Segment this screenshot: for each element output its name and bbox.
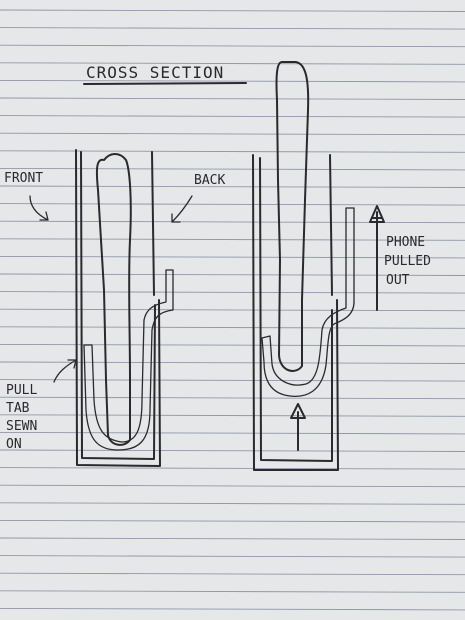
pulled-out-arrow <box>369 205 385 311</box>
inner-sleeve-right <box>259 157 333 462</box>
ruled-line <box>0 185 465 188</box>
up-arrow-small <box>290 403 306 451</box>
title-underline <box>83 82 247 85</box>
ruled-line <box>0 590 465 593</box>
holder-diagram-left <box>75 149 174 467</box>
label-phone-pulled-out: PHONE PULLED OUT <box>384 235 431 288</box>
inner-sleeve-left <box>80 151 156 460</box>
label-phone-line-3: OUT <box>386 273 410 288</box>
ruled-line <box>0 167 465 171</box>
phone-left <box>95 153 132 446</box>
ruled-line <box>0 291 465 294</box>
ruled-line <box>0 255 465 259</box>
ruled-line <box>0 572 465 576</box>
ruled-line <box>0 9 465 12</box>
label-pull-tab: PULL TAB SEWN ON <box>6 383 37 452</box>
ruled-line <box>0 519 465 523</box>
ruled-line <box>0 220 465 224</box>
label-pull-tab-line-2: TAB <box>6 401 30 416</box>
ruled-line <box>0 97 465 100</box>
ruled-line <box>0 79 465 83</box>
phone-right <box>275 61 310 372</box>
outer-sleeve-left <box>75 149 161 467</box>
holder-diagram-right <box>252 61 355 471</box>
label-front: FRONT <box>4 171 43 186</box>
ruled-line <box>0 502 465 505</box>
label-pull-tab-line-4: ON <box>6 437 22 452</box>
ruled-line <box>0 467 465 470</box>
label-phone-line-2: PULLED <box>384 254 431 269</box>
ruled-line <box>0 132 465 136</box>
ruled-line <box>0 537 465 540</box>
ruled-line <box>0 607 465 611</box>
pull-tab-strap-left <box>83 269 174 451</box>
label-back: BACK <box>194 173 225 188</box>
outer-sleeve-right <box>252 154 339 471</box>
ruled-line <box>0 555 465 558</box>
front-arrow <box>29 195 49 221</box>
ruled-line <box>0 484 465 488</box>
pull-tab-arrow <box>53 359 77 383</box>
title: CROSS SECTION <box>86 63 224 82</box>
ruled-line <box>0 115 465 118</box>
ruled-line <box>0 238 465 241</box>
ruled-line <box>0 44 465 48</box>
pull-tab-strap-right <box>261 207 355 397</box>
label-pull-tab-line-3: SEWN <box>6 419 37 434</box>
ruled-line <box>0 150 465 153</box>
ruled-line <box>0 27 465 30</box>
ruled-line <box>0 273 465 276</box>
label-pull-tab-line-1: PULL <box>6 383 37 398</box>
ruled-line <box>0 203 465 206</box>
back-arrow <box>171 195 193 223</box>
ruled-line <box>0 62 465 65</box>
label-phone-line-1: PHONE <box>386 235 425 250</box>
